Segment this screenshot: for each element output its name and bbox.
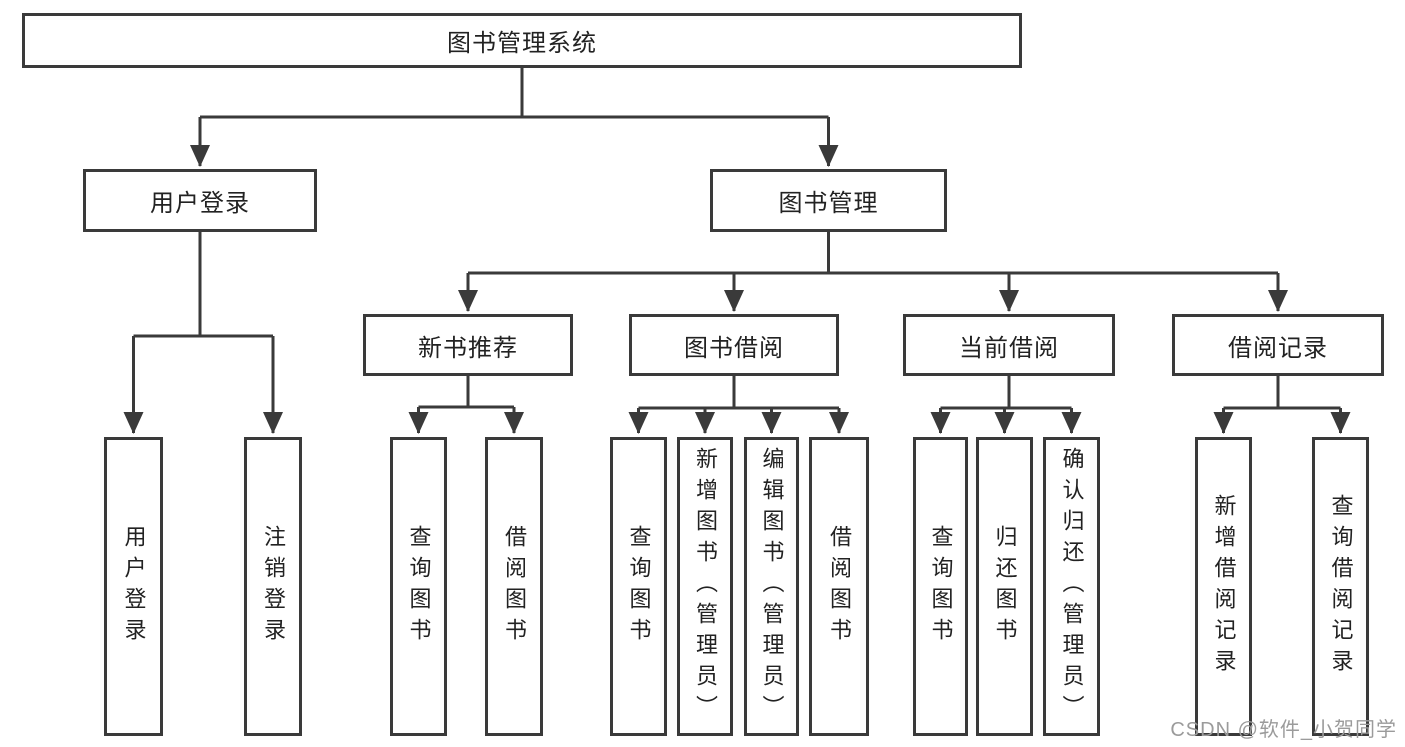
leaf-label: 借阅图书 bbox=[827, 524, 852, 649]
edge-mgmt-trunk bbox=[468, 232, 1278, 275]
leaf-logout: 注销登录 bbox=[244, 437, 302, 736]
node-book-borrow: 图书借阅 bbox=[629, 314, 839, 376]
node-book-management: 图书管理 bbox=[710, 169, 947, 232]
leaf-label: 查询图书 bbox=[928, 524, 954, 649]
leaf-label: 借阅图书 bbox=[502, 524, 527, 649]
edge-records-trunk bbox=[1223, 376, 1341, 410]
leaf-borrow-book-recommend: 借阅图书 bbox=[485, 437, 543, 736]
leaf-borrow-book: 借阅图书 bbox=[809, 437, 869, 736]
node-root: 图书管理系统 bbox=[22, 13, 1022, 68]
leaf-label: 确认归还（管理员） bbox=[1059, 447, 1085, 726]
leaf-label: 用户登录 bbox=[121, 524, 147, 649]
leaf-label: 新增图书（管理员） bbox=[693, 447, 718, 726]
leaf-label: 查询图书 bbox=[626, 524, 652, 649]
edge-login-trunk bbox=[133, 232, 273, 338]
leaf-query-book-borrow: 查询图书 bbox=[610, 437, 667, 736]
leaf-edit-book-admin: 编辑图书（管理员） bbox=[744, 437, 799, 736]
leaf-add-borrow-record: 新增借阅记录 bbox=[1195, 437, 1252, 736]
edge-current-trunk bbox=[940, 376, 1072, 410]
node-new-book-recommend: 新书推荐 bbox=[363, 314, 573, 376]
node-user-login: 用户登录 bbox=[83, 169, 317, 232]
edge-newbook-trunk bbox=[418, 376, 514, 409]
leaf-confirm-return-admin: 确认归还（管理员） bbox=[1043, 437, 1100, 736]
leaf-label: 查询图书 bbox=[406, 524, 432, 649]
leaf-return-book: 归还图书 bbox=[976, 437, 1033, 736]
leaf-label: 注销登录 bbox=[261, 524, 286, 649]
node-current-borrow: 当前借阅 bbox=[903, 314, 1115, 376]
leaf-query-borrow-record: 查询借阅记录 bbox=[1312, 437, 1369, 736]
edge-root-trunk bbox=[200, 68, 829, 119]
leaf-label: 归还图书 bbox=[992, 524, 1018, 649]
leaf-query-book-recommend: 查询图书 bbox=[390, 437, 447, 736]
leaf-label: 查询借阅记录 bbox=[1328, 493, 1354, 680]
leaf-add-book-admin: 新增图书（管理员） bbox=[677, 437, 733, 736]
leaf-query-book-current: 查询图书 bbox=[913, 437, 968, 736]
edge-borrow-trunk bbox=[638, 376, 839, 410]
leaf-user-login: 用户登录 bbox=[104, 437, 163, 736]
csdn-watermark: CSDN @软件_小贺同学 bbox=[1170, 719, 1397, 741]
leaf-label: 新增借阅记录 bbox=[1211, 493, 1237, 680]
leaf-label: 编辑图书（管理员） bbox=[759, 447, 785, 726]
node-borrow-records: 借阅记录 bbox=[1172, 314, 1384, 376]
